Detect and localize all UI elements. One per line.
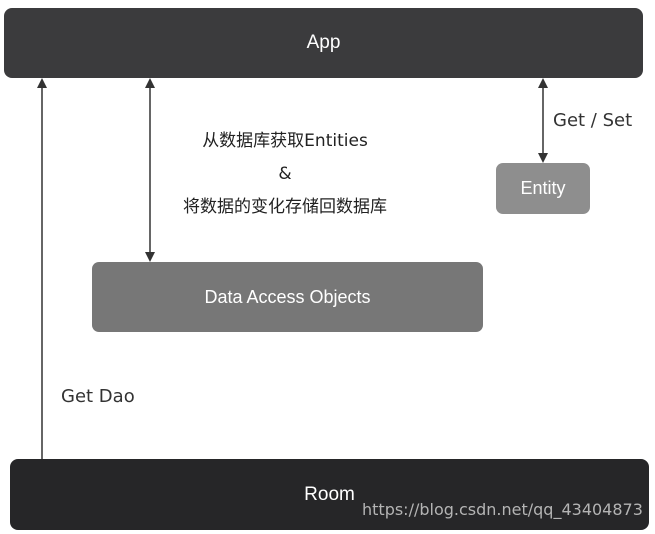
app-box: App [4,8,643,78]
room-label: Room [304,483,355,505]
entity-box: Entity [496,163,590,214]
dao-box: Data Access Objects [92,262,483,332]
entity-label: Entity [520,178,566,198]
description-line-3: 将数据的变化存储回数据库 [183,197,387,217]
get-set-label: Get / Set [553,110,633,131]
dao-label: Data Access Objects [204,286,371,307]
dao-description: 从数据库获取Entities & 将数据的变化存储回数据库 [155,125,415,224]
room-box: Room [10,459,649,530]
description-line-1: 从数据库获取Entities [202,131,368,151]
watermark: https://blog.csdn.net/qq_43404873 [362,500,643,519]
app-label: App [306,32,341,53]
get-dao-label: Get Dao [61,386,135,407]
description-line-2: & [278,164,292,184]
